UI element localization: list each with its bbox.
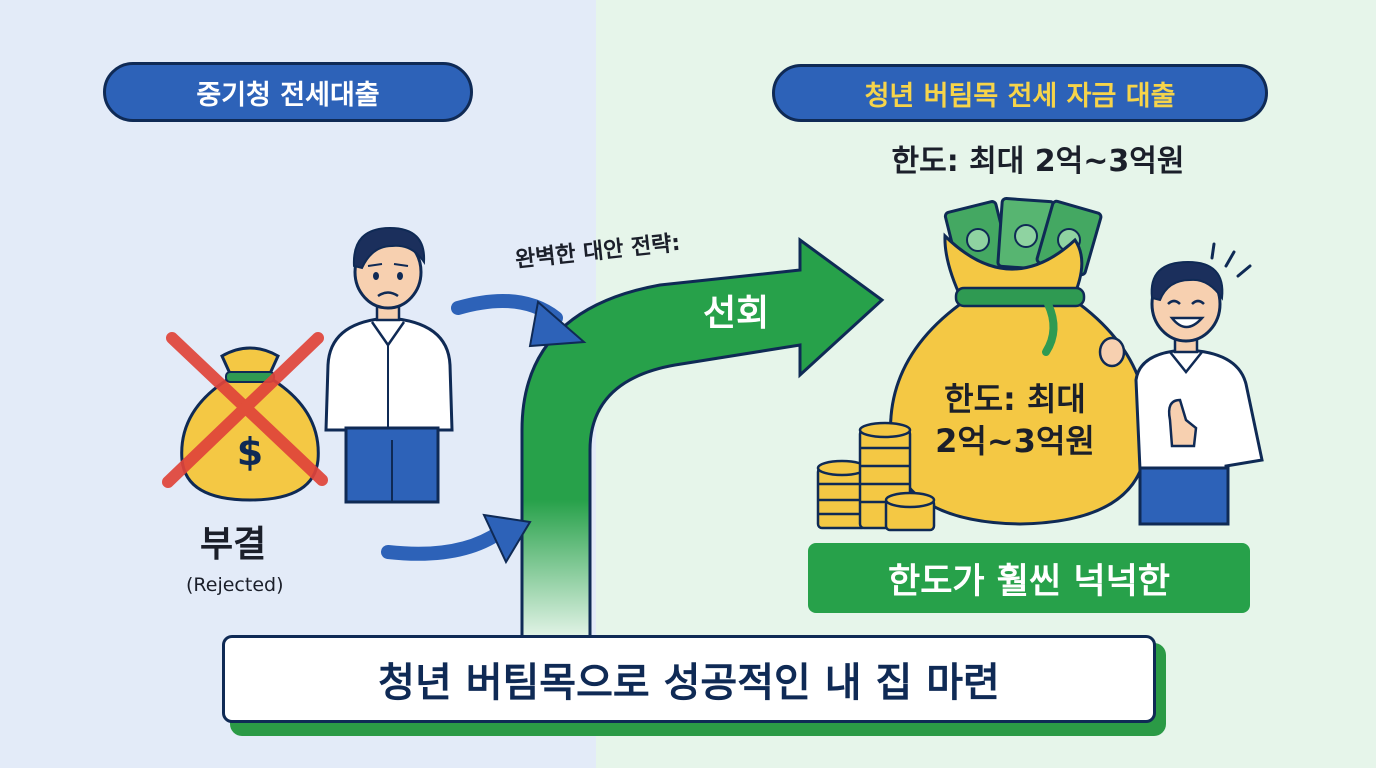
- worried-person-icon: [324, 226, 454, 504]
- limit-caption: 한도: 최대 2억~3억원: [891, 144, 1185, 179]
- money-bag-label-line1: 한도: 최대: [944, 380, 1086, 418]
- happy-person-icon: [1098, 242, 1264, 526]
- right-heading-pill: 청년 버팀목 전세 자금 대출: [772, 64, 1268, 122]
- highlight-banner: 한도가 훨씬 넉넉한: [808, 543, 1250, 613]
- strategy-word: 선회: [703, 293, 770, 334]
- cross-mark-icon: [162, 332, 328, 488]
- bottom-banner: 청년 버팀목으로 성공적인 내 집 마련: [222, 635, 1156, 723]
- left-heading-pill: 중기청 전세대출: [103, 62, 473, 122]
- rejected-label: 부결: [200, 524, 267, 565]
- money-bag-label: 한도: 최대 2억~3억원: [880, 378, 1150, 462]
- money-bag-label-line2: 2억~3억원: [935, 422, 1095, 460]
- coin-stack-icon: [816, 421, 936, 532]
- dollar-sign-icon: $: [237, 430, 263, 474]
- blue-arrow-upper-icon: [451, 293, 587, 348]
- big-money-bag-icon: [889, 232, 1149, 526]
- blue-arrow-lower-icon: [381, 513, 532, 565]
- big-green-curved-arrow-icon: [520, 237, 885, 642]
- rejected-label-english: (Rejected): [186, 574, 284, 596]
- rejected-money-bag-icon: $: [180, 346, 320, 502]
